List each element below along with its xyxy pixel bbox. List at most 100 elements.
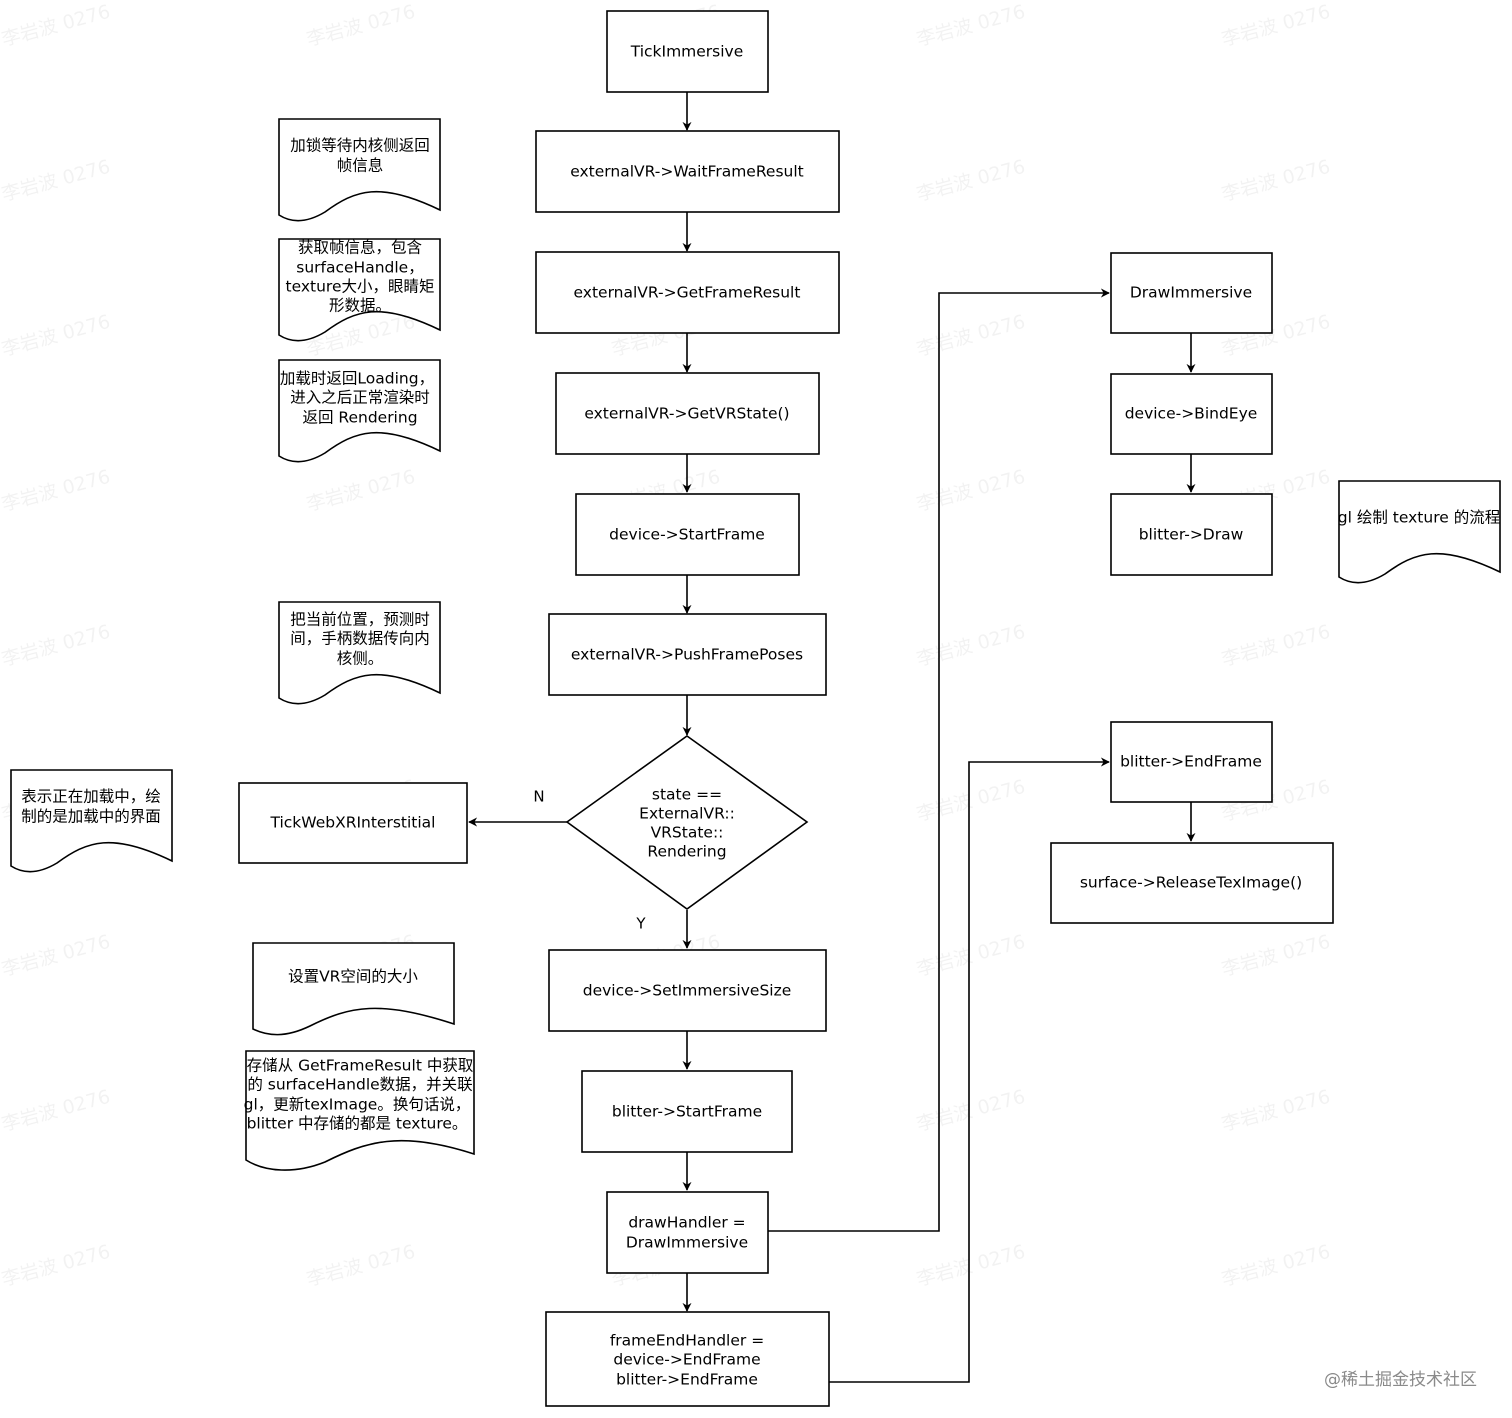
edge-frameend-to-blitterend: [829, 757, 1110, 1383]
edge-drawhandler-to-drawimmersive: [768, 288, 1110, 1232]
process-label: surface->ReleaseTexImage(): [1080, 874, 1302, 892]
watermark: 李岩波 0276: [0, 1086, 113, 1136]
process-line: device->EndFrame: [613, 1351, 760, 1369]
note-line: 加锁等待内核侧返回: [290, 137, 430, 155]
process-get-frame-result: externalVR->GetFrameResult: [535, 251, 840, 334]
watermark: 李岩波 0276: [914, 931, 1027, 981]
process-device-start-frame: device->StartFrame: [575, 493, 800, 576]
note-line: gl，更新texImage。换句话说，: [244, 1096, 471, 1114]
note-line: 形数据。: [329, 297, 391, 315]
decision-yes-label: Y: [635, 915, 646, 933]
process-set-immersive-size: device->SetImmersiveSize: [548, 949, 827, 1032]
note-push-poses: 把当前位置，预测时 间，手柄数据传向内 核侧。: [278, 601, 441, 705]
note-line: 表示正在加载中，绘: [21, 788, 161, 806]
process-label: device->BindEye: [1125, 405, 1258, 423]
watermark: 李岩波 0276: [1219, 1, 1332, 51]
process-push-frame-poses: externalVR->PushFramePoses: [548, 613, 827, 696]
decision-no-label: N: [533, 788, 544, 806]
process-wait-frame-result: externalVR->WaitFrameResult: [535, 130, 840, 213]
note-line: 返回 Rendering: [302, 409, 417, 427]
process-line: blitter->EndFrame: [616, 1371, 758, 1389]
watermark: 李岩波 0276: [304, 1, 417, 51]
process-label: DrawImmersive: [1130, 284, 1252, 302]
process-label: externalVR->GetVRState(): [584, 405, 789, 423]
note-line: 获取帧信息，包含: [298, 239, 423, 257]
watermark: 李岩波 0276: [0, 931, 113, 981]
note-line: 制的是加载中的界面: [21, 808, 161, 826]
watermark: 李岩波 0276: [914, 156, 1027, 206]
note-line: texture大小，眼睛矩: [286, 278, 435, 296]
decision-vr-state-rendering: state == ExternalVR:: VRState:: Renderin…: [565, 735, 809, 910]
decision-line: ExternalVR::: [639, 805, 735, 823]
note-line: 进入之后正常渲染时: [290, 389, 430, 407]
process-blitter-start-frame: blitter->StartFrame: [581, 1070, 793, 1153]
watermark: 李岩波 0276: [914, 621, 1027, 671]
process-blitter-draw: blitter->Draw: [1110, 493, 1273, 576]
process-bind-eye: device->BindEye: [1110, 373, 1273, 455]
watermark: 李岩波 0276: [1219, 1086, 1332, 1136]
decision-line: VRState::: [651, 824, 724, 842]
watermark: 李岩波 0276: [0, 311, 113, 361]
note-line: 核侧。: [337, 650, 384, 668]
watermark: 李岩波 0276: [0, 621, 113, 671]
watermark: 李岩波 0276: [0, 1, 113, 51]
watermark: 李岩波 0276: [304, 1241, 417, 1291]
decision-line: Rendering: [647, 843, 726, 861]
process-release-tex-image: surface->ReleaseTexImage(): [1050, 842, 1334, 924]
watermark: 李岩波 0276: [1219, 156, 1332, 206]
watermark: 李岩波 0276: [914, 776, 1027, 826]
process-label: TickWebXRInterstitial: [269, 814, 435, 832]
note-vr-size: 设置VR空间的大小: [252, 942, 455, 1036]
watermark: 李岩波 0276: [1219, 1241, 1332, 1291]
watermark: 李岩波 0276: [914, 1241, 1027, 1291]
watermark: 李岩波 0276: [304, 466, 417, 516]
watermark: 李岩波 0276: [1219, 621, 1332, 671]
note-store-texture: 存储从 GetFrameResult 中获取 的 surfaceHandle数据…: [244, 1050, 475, 1171]
watermark: 李岩波 0276: [914, 311, 1027, 361]
process-tick-immersive: TickImmersive: [606, 10, 769, 93]
process-blitter-end-frame: blitter->EndFrame: [1110, 721, 1273, 803]
decision-line: state ==: [652, 786, 722, 804]
process-label: device->StartFrame: [609, 526, 765, 544]
note-line: blitter 中存储的都是 texture。: [247, 1115, 468, 1133]
note-line: 的 surfaceHandle数据，并关联: [247, 1076, 472, 1094]
note-line: 把当前位置，预测时: [290, 611, 430, 629]
watermark: 李岩波 0276: [914, 466, 1027, 516]
process-label: externalVR->GetFrameResult: [574, 284, 801, 302]
note-gl-draw: gl 绘制 texture 的流程: [1338, 480, 1501, 584]
process-line: DrawImmersive: [626, 1234, 748, 1252]
connectors: [468, 92, 1196, 1383]
watermark: 李岩波 0276: [0, 156, 113, 206]
process-label: blitter->EndFrame: [1120, 753, 1262, 771]
process-draw-immersive: DrawImmersive: [1110, 252, 1273, 334]
note-line: 加载时返回Loading，: [280, 370, 434, 388]
process-label: TickImmersive: [630, 43, 744, 61]
process-label: blitter->StartFrame: [612, 1103, 762, 1121]
note-line: 间，手柄数据传向内: [290, 630, 430, 648]
process-label: externalVR->PushFramePoses: [571, 646, 803, 664]
process-line: frameEndHandler =: [610, 1332, 764, 1350]
watermark: 李岩波 0276: [914, 1086, 1027, 1136]
process-label: externalVR->WaitFrameResult: [570, 163, 804, 181]
process-line: drawHandler =: [628, 1214, 745, 1232]
note-line: 设置VR空间的大小: [288, 968, 418, 986]
process-tick-webxr-interstitial: TickWebXRInterstitial: [238, 782, 468, 864]
note-line: surfaceHandle，: [296, 259, 423, 277]
watermark: 李岩波 0276: [914, 1, 1027, 51]
process-label: device->SetImmersiveSize: [583, 982, 792, 1000]
watermark: 李岩波 0276: [0, 1241, 113, 1291]
watermark: 李岩波 0276: [0, 466, 113, 516]
process-label: blitter->Draw: [1139, 526, 1244, 544]
note-line: gl 绘制 texture 的流程: [1338, 509, 1500, 527]
note-loading-state: 加载时返回Loading， 进入之后正常渲染时 返回 Rendering: [278, 359, 441, 463]
note-get-frame-info: 获取帧信息，包含 surfaceHandle， texture大小，眼睛矩 形数…: [278, 238, 441, 342]
process-draw-handler: drawHandler = DrawImmersive: [606, 1191, 769, 1274]
note-line: 存储从 GetFrameResult 中获取: [247, 1057, 474, 1075]
process-get-vr-state: externalVR->GetVRState(): [555, 372, 820, 455]
process-frame-end-handler: frameEndHandler = device->EndFrame blitt…: [545, 1311, 830, 1407]
note-loading-screen: 表示正在加载中，绘 制的是加载中的界面: [10, 769, 173, 873]
note-lock-wait: 加锁等待内核侧返回 帧信息: [278, 118, 441, 222]
note-line: 帧信息: [337, 157, 384, 175]
watermark: 李岩波 0276: [1219, 931, 1332, 981]
